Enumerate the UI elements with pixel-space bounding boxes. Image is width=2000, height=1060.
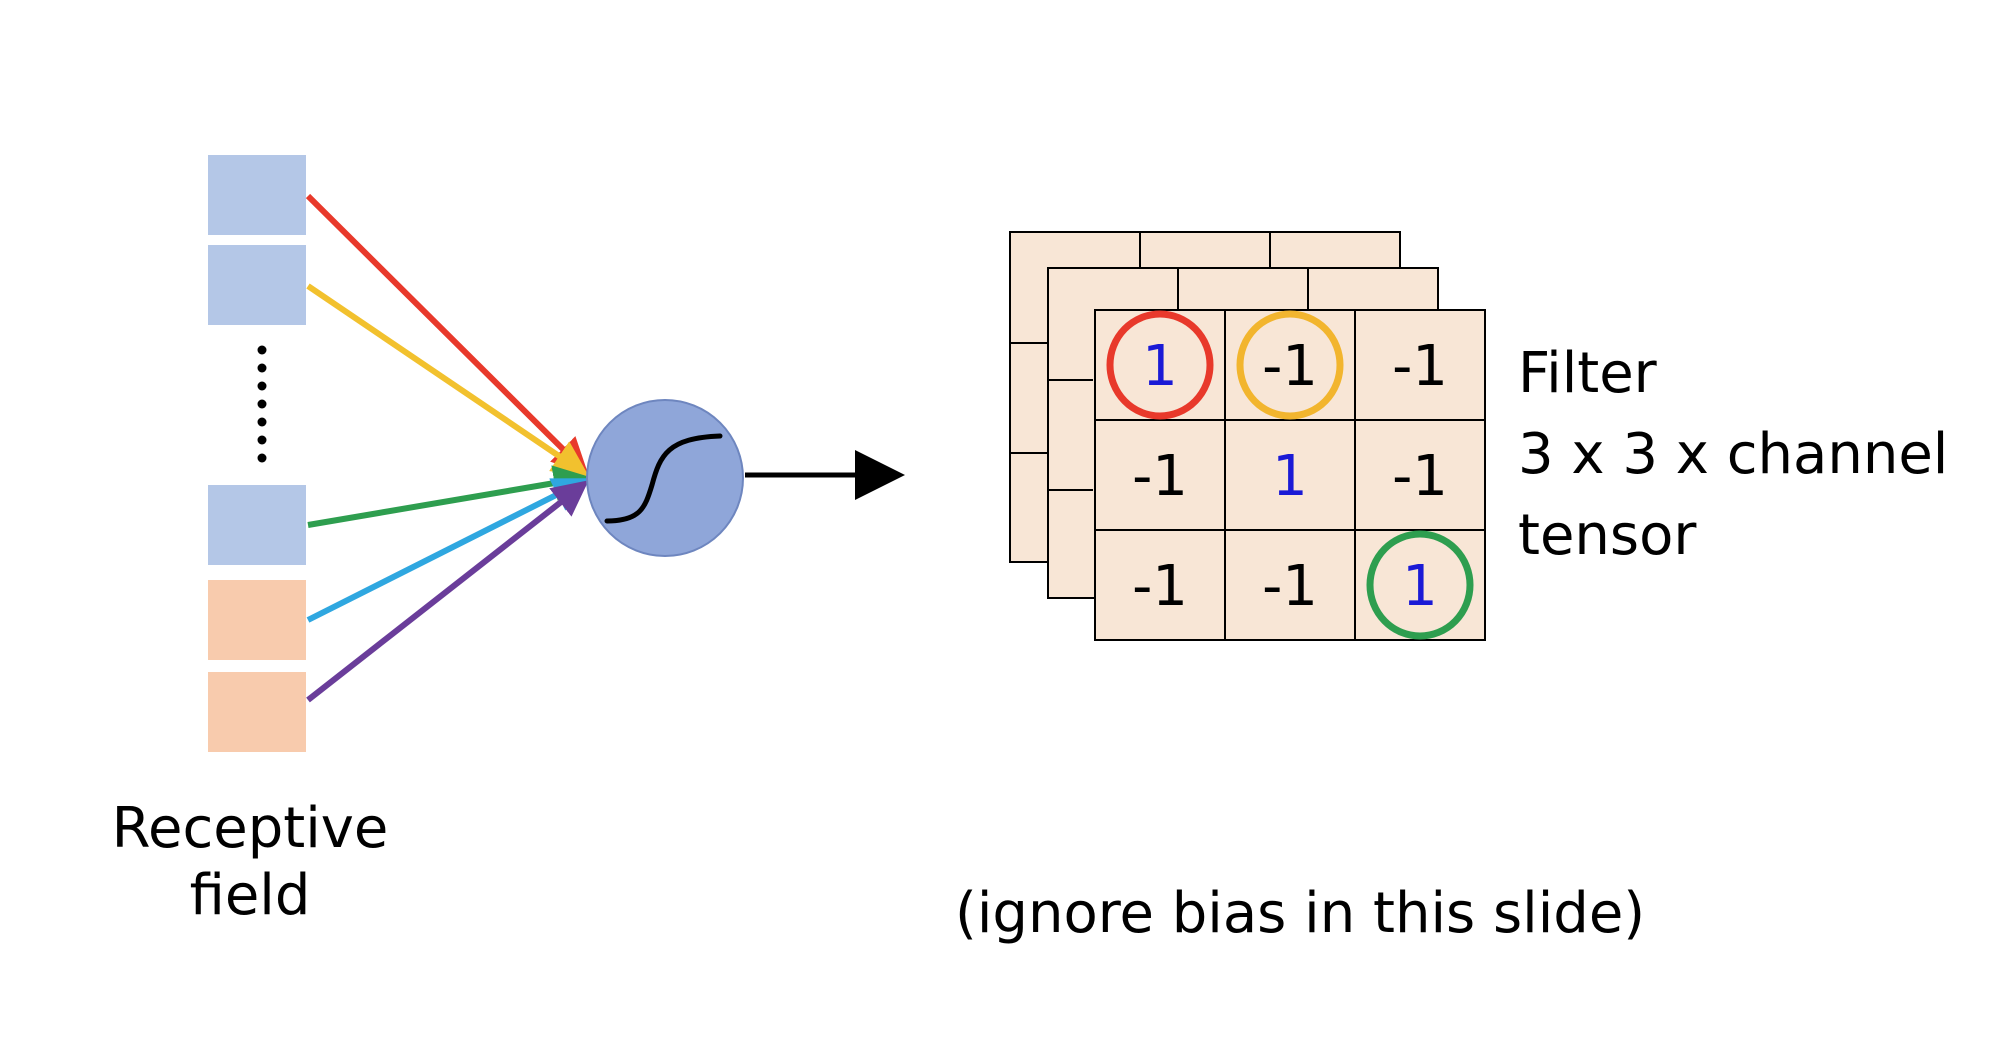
filter-cell-value: 1	[1272, 444, 1308, 509]
filter-cell-value: -1	[1262, 334, 1318, 399]
filter-cell-value: -1	[1392, 334, 1448, 399]
filter-cell-value: -1	[1392, 444, 1448, 509]
filter-cell-value: -1	[1262, 554, 1318, 619]
filter-cell-value: 1	[1142, 334, 1178, 399]
rf-block	[208, 672, 306, 752]
neuron	[586, 399, 744, 557]
connection-arrow	[306, 480, 589, 703]
receptive-field-label: Receptive field	[100, 795, 400, 929]
connection-arrow	[305, 193, 589, 475]
filter-caption-line3: tensor	[1518, 503, 1697, 569]
filter-caption: Filter 3 x 3 x channel tensor	[1518, 340, 1948, 570]
filter-front-grid: 1 -1 -1 -1 1 -1 -1 -1 1	[1094, 309, 1486, 641]
rf-block	[208, 580, 306, 660]
receptive-field-blocks	[208, 155, 306, 752]
rf-block	[208, 485, 306, 565]
filter-cell-value: -1	[1132, 444, 1188, 509]
rf-block	[208, 155, 306, 235]
connection-arrow	[307, 465, 590, 528]
filter-cell	[1224, 419, 1356, 531]
connection-arrow	[306, 478, 590, 623]
sigmoid-icon	[604, 433, 723, 524]
filter-cell	[1354, 419, 1486, 531]
filter-caption-line2: 3 x 3 x channel	[1518, 422, 1949, 488]
footnote: (ignore bias in this slide)	[955, 881, 1646, 946]
highlight-circle	[1366, 530, 1474, 640]
filter-cell	[1224, 529, 1356, 641]
highlight-circle	[1106, 310, 1214, 420]
neuron-circle	[586, 399, 744, 557]
filter-cell	[1094, 529, 1226, 641]
highlight-circle	[1236, 310, 1344, 420]
filter-cell	[1094, 309, 1226, 421]
filter-cell-value: -1	[1132, 554, 1188, 619]
filter-caption-line1: Filter	[1518, 341, 1657, 406]
connection-arrows	[305, 193, 590, 703]
receptive-field-label-line2: field	[189, 863, 311, 929]
ellipsis-dots-icon	[257, 345, 267, 463]
filter-cell	[1094, 419, 1226, 531]
connection-arrow	[306, 283, 589, 477]
filter-cell-value: 1	[1402, 554, 1438, 619]
filter-cell	[1354, 529, 1486, 641]
receptive-field-label-line1: Receptive	[111, 796, 389, 861]
rf-block	[208, 245, 306, 325]
filter-cell	[1354, 309, 1486, 421]
